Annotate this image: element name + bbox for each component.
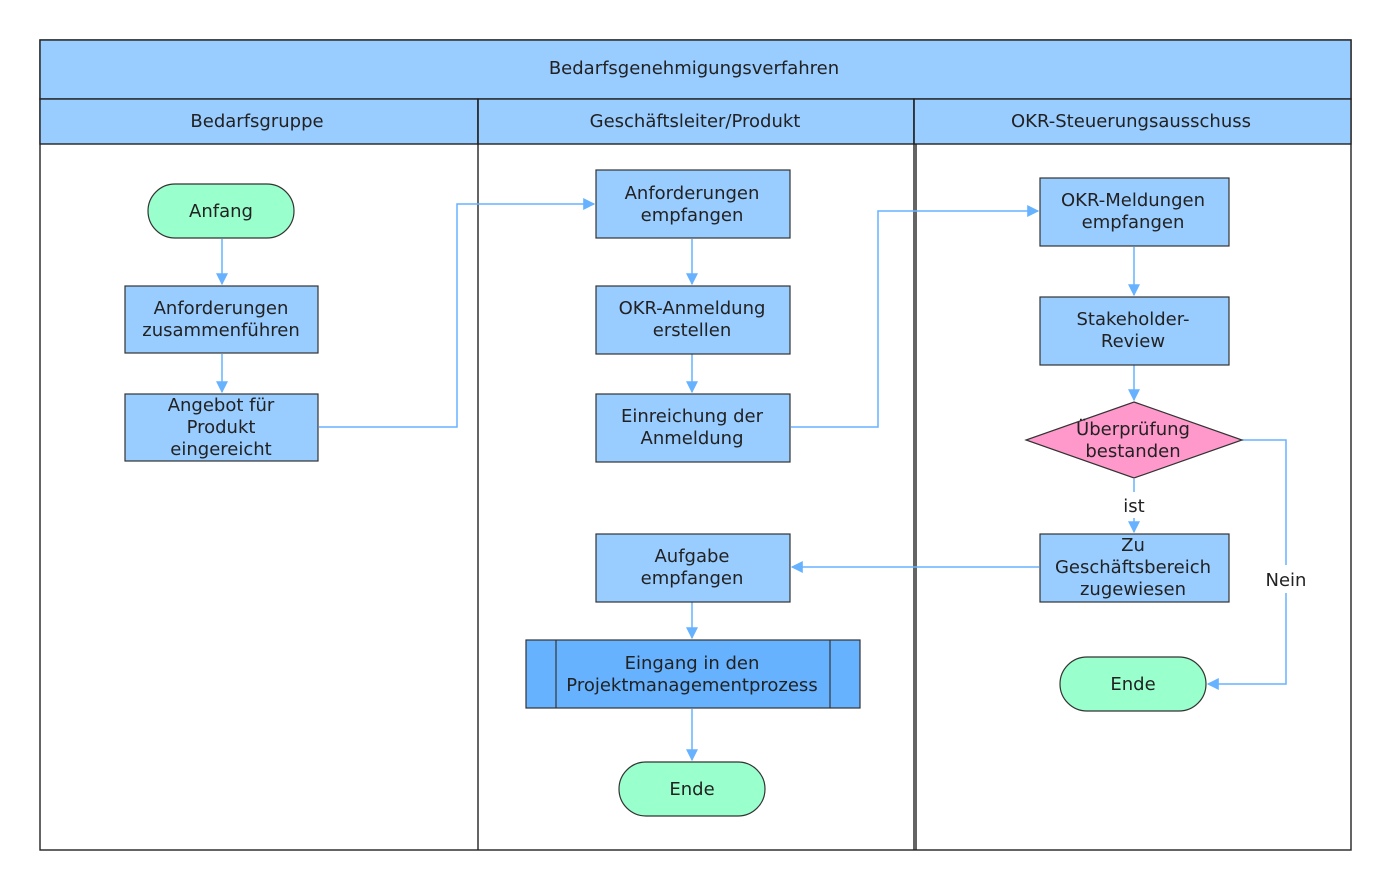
node-stakeholder-review-label-line-0: Stakeholder- — [1076, 309, 1189, 330]
node-receive-task — [595, 533, 791, 603]
node-receive-requirements-label-line-1: empfangen — [641, 205, 744, 226]
node-create-okr-label-line-0: OKR-Anmeldung — [619, 298, 766, 319]
node-check-passed-label-line-0: Überprüfung — [1076, 418, 1190, 440]
node-assign-business-label-line-0: Zu — [1121, 535, 1145, 556]
lane-label-bedarfsgruppe: Bedarfsgruppe — [190, 111, 323, 132]
node-submit-registration-label-line-0: Einreichung der — [621, 406, 764, 427]
node-check-passed-label-line-1: bestanden — [1085, 441, 1180, 462]
node-end-middle-label: Ende — [669, 779, 714, 800]
node-end-right-label-line-0: Ende — [1110, 674, 1155, 695]
node-merge-requirements — [124, 285, 319, 354]
node-end-middle-label-line-0: Ende — [669, 779, 714, 800]
node-end-right-label: Ende — [1110, 674, 1155, 695]
edge-label-yes: ist — [1123, 496, 1144, 517]
node-receive-okr-label-line-1: empfangen — [1082, 212, 1185, 233]
node-offer-submitted — [124, 393, 319, 462]
node-assign-business-label-line-2: zugewiesen — [1080, 579, 1186, 600]
edge-label-no: Nein — [1266, 570, 1307, 591]
edge-label-no-bg — [1263, 565, 1309, 593]
node-stakeholder-review-label: Stakeholder-Review — [1076, 309, 1189, 352]
pool-title-bar — [39, 39, 1352, 100]
lane-label-okr: OKR-Steuerungsausschuss — [1011, 111, 1251, 132]
node-receive-okr — [1039, 177, 1230, 247]
edge-check-end — [1206, 439, 1287, 690]
node-start-label-line-0: Anfang — [189, 201, 253, 222]
node-pm-process-label-line-0: Eingang in den — [625, 653, 760, 674]
node-submit-registration — [595, 393, 791, 463]
node-create-okr-label-line-1: erstellen — [653, 320, 731, 341]
node-submit-registration-label-line-1: Anmeldung — [641, 428, 744, 449]
connectors — [216, 198, 1287, 762]
node-receive-task-label-line-1: empfangen — [641, 568, 744, 589]
node-receive-requirements-label-line-0: Anforderungen — [625, 183, 760, 204]
node-offer-submitted-label-line-1: Produkt — [187, 417, 256, 438]
node-end-middle — [618, 761, 766, 817]
node-start-label: Anfang — [189, 201, 253, 222]
node-pm-process-label-line-1: Projektmanagementprozess — [566, 675, 817, 696]
lane-header-bedarfsgruppe — [39, 98, 479, 145]
node-offer-submitted-label-line-2: eingereicht — [170, 439, 271, 460]
node-offer-submitted-label-line-0: Angebot für — [168, 395, 275, 416]
node-create-okr — [595, 285, 791, 355]
node-assign-business — [1039, 533, 1230, 603]
node-merge-requirements-label-line-1: zusammenführen — [142, 320, 299, 341]
edge-submit-okr — [791, 205, 1040, 428]
node-receive-okr-label-line-0: OKR-Meldungen — [1061, 190, 1205, 211]
node-receive-task-label-line-0: Aufgabe — [654, 546, 729, 567]
node-check-passed — [1024, 401, 1244, 479]
node-assign-business-label-line-1: Geschäftsbereich — [1055, 557, 1211, 578]
node-stakeholder-review — [1039, 296, 1230, 366]
node-end-right — [1059, 656, 1207, 712]
edge-label-yes-bg — [1118, 492, 1150, 518]
lane-label-geschaeftsleiter: Geschäftsleiter/Produkt — [590, 111, 801, 132]
node-start — [147, 183, 295, 239]
edge-offer-receive — [319, 198, 596, 428]
node-merge-requirements-label-line-0: Anforderungen — [154, 298, 289, 319]
node-stakeholder-review-label-line-1: Review — [1101, 331, 1165, 352]
pool-title: Bedarfsgenehmigungsverfahren — [549, 58, 839, 79]
node-pm-process — [525, 639, 861, 709]
lane-header-okr — [913, 98, 1352, 145]
node-receive-requirements — [595, 169, 791, 239]
